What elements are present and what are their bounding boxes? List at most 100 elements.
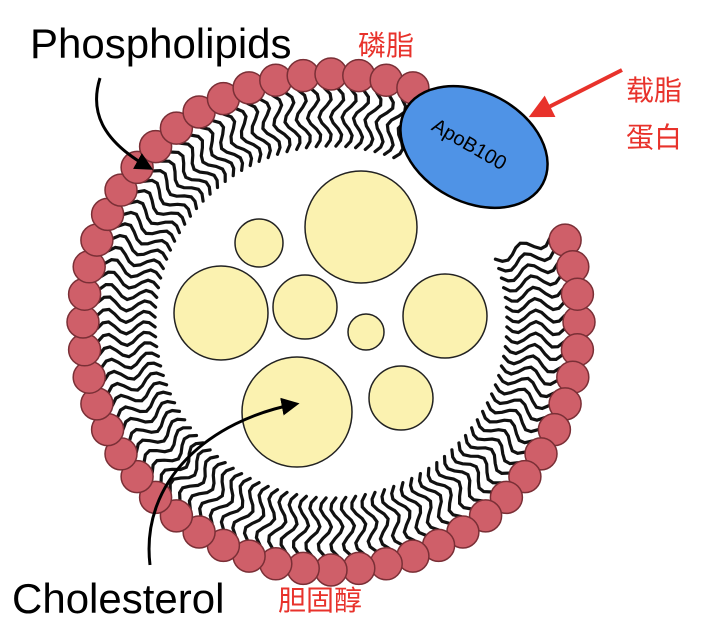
phospholipid-tail <box>408 476 440 532</box>
phospholipid-tail <box>426 466 463 519</box>
phospholipid-tail <box>188 133 227 183</box>
phospholipid-tail <box>475 418 528 455</box>
phospholipids-cn-label: 磷脂 <box>358 29 414 62</box>
phospholipid-tail <box>417 472 452 526</box>
phospholipid-tail <box>210 118 245 172</box>
apoprotein-cn-label-line1: 载脂 <box>626 74 682 107</box>
cholesterol-cn-label: 胆固醇 <box>278 584 362 617</box>
phospholipid-tail <box>222 112 254 168</box>
phospholipid-tail <box>360 493 379 554</box>
phospholipid-tail <box>283 90 302 151</box>
apob100-shape <box>399 84 549 210</box>
phospholipid-head <box>468 499 503 533</box>
phospholipid-tail <box>102 361 163 382</box>
phospholipid-head <box>104 173 138 207</box>
cholesterol-arrow <box>147 397 300 566</box>
phospholipid-tail <box>435 461 474 511</box>
phospholipid-head <box>72 360 106 394</box>
phospholipid-tail <box>106 245 165 271</box>
phospholipid-tail <box>463 433 512 476</box>
phospholipid-tail <box>339 495 357 557</box>
phospholipid-tail <box>497 373 556 399</box>
phospholipid-tail <box>219 476 252 532</box>
phospholipid-head <box>120 459 154 494</box>
cholesterol-droplet <box>234 218 284 268</box>
phospholipid-tail <box>198 466 235 519</box>
phospholipid-tail <box>316 496 334 558</box>
phospholipid-head <box>259 63 293 97</box>
phospholipid-tail <box>97 341 159 359</box>
phospholipid-tail <box>150 433 199 475</box>
phospholipid-tail <box>159 159 205 203</box>
phospholipid-tail <box>199 125 236 178</box>
cholesterol-droplet <box>368 365 434 431</box>
phospholipid-tail <box>97 282 159 302</box>
phospholipid-tail <box>457 441 503 485</box>
phospholipid-head <box>369 547 403 581</box>
phospholipid-tail <box>96 330 158 348</box>
phospholipid-tail <box>106 371 165 395</box>
phospholipid-tail <box>490 392 547 422</box>
phospholipid-tail <box>340 87 358 149</box>
phospholipid-tail <box>115 222 172 252</box>
phospholipid-tail <box>363 90 383 151</box>
phospholipid-tail <box>127 199 181 235</box>
phospholipid-tail <box>178 141 220 190</box>
phospholipid-tail <box>502 274 563 293</box>
phospholipid-tail <box>271 93 292 154</box>
phospholipid-tail <box>351 88 371 150</box>
phospholipid-tail <box>505 319 567 337</box>
phospholipid-tail <box>110 233 169 261</box>
phospholipid-tail <box>242 484 270 543</box>
phospholipid-tail <box>159 441 205 485</box>
phospholipid-tail <box>187 461 227 511</box>
phospholipid-tail <box>499 364 560 386</box>
phospholipid-tail <box>380 488 404 547</box>
phospholipid-tail <box>110 381 169 407</box>
phospholipid-tail <box>304 495 322 557</box>
phospholipid-tail <box>168 448 212 494</box>
phospholipid-tail <box>142 178 192 218</box>
phospholipid-tail <box>504 331 566 349</box>
phospholipid-tail <box>493 383 552 411</box>
cholesterol-droplet <box>241 356 353 468</box>
phospholipid-tail <box>142 426 192 465</box>
phospholipids-label: Phospholipids <box>30 20 292 67</box>
phospholipid-head <box>67 277 102 311</box>
phospholipid-tail <box>503 342 565 362</box>
phospholipid-tail <box>279 493 299 554</box>
cholesterol-droplet <box>304 170 418 284</box>
phospholipid-tail <box>99 270 160 290</box>
phospholipid-tail <box>497 249 556 273</box>
phospholipid-tail <box>493 237 552 263</box>
cholesterol-droplet <box>347 313 385 351</box>
cholesterol-droplet <box>173 265 269 361</box>
phospholipid-tail <box>254 488 280 547</box>
phospholipid-tail <box>95 307 157 325</box>
phospholipid-tail <box>350 494 368 556</box>
phospholipid-tail <box>373 93 395 154</box>
phospholipid-head <box>182 515 216 549</box>
phospholipid-head <box>524 437 558 471</box>
phospholipid-tail <box>208 472 244 526</box>
phospholipids-arrow <box>95 77 154 170</box>
phospholipid-tail <box>127 408 181 443</box>
phospholipid-tail <box>95 320 157 336</box>
phospholipid-tail <box>317 86 333 148</box>
phospholipid-tail <box>115 390 172 420</box>
phospholipid-tail <box>134 417 187 454</box>
phospholipid-tail <box>168 150 212 196</box>
phospholipid-tail <box>231 481 261 538</box>
phospholipid-tail <box>294 88 312 150</box>
phospholipid-head <box>342 58 376 93</box>
phospholipid-head <box>560 333 595 367</box>
apoprotein-cn-label-line2: 蛋白 <box>626 121 682 154</box>
phospholipid-tail <box>370 490 391 551</box>
phospholipid-tail <box>485 401 541 434</box>
phospholipid-tail <box>99 351 160 370</box>
phospholipid-tail <box>134 189 187 226</box>
phospholipid-head <box>159 111 194 145</box>
phospholipid-tail <box>499 262 560 283</box>
